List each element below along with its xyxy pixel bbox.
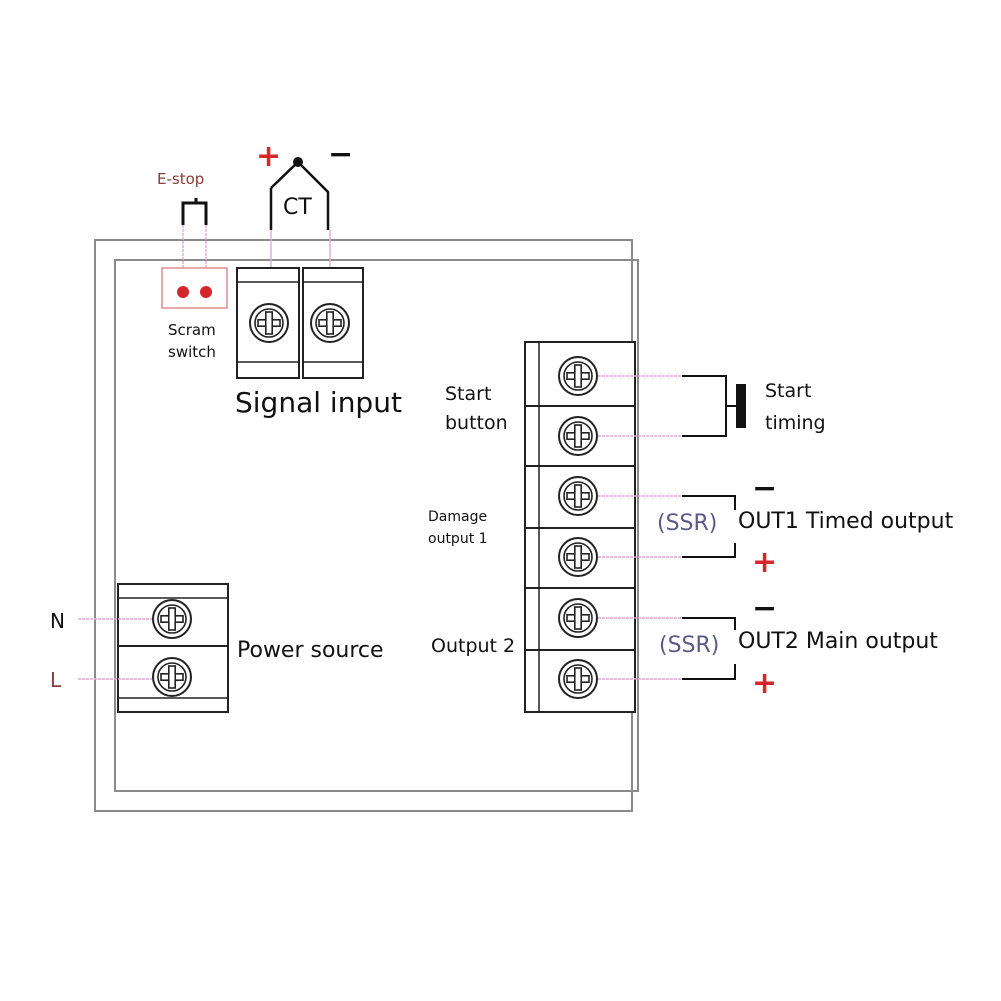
output2-label: Output 2 (431, 635, 515, 657)
inner-panel (114, 259, 639, 792)
start-button-label-line1: Start (445, 383, 491, 405)
start-timing-label-line1: Start (765, 380, 811, 402)
out2-label: OUT2 Main output (738, 629, 938, 654)
power-source-label: Power source (237, 638, 384, 663)
signal-input-terminal (236, 267, 364, 379)
damage-output-label-line1: Damage (428, 509, 487, 525)
ct-plus-sign: + (256, 139, 281, 174)
out1-minus-sign: − (752, 471, 777, 506)
ssr1-label: (SSR) (657, 511, 717, 536)
ssr2-label: (SSR) (659, 633, 719, 658)
estop-label: E-stop (157, 170, 204, 188)
start-timing-button (598, 375, 746, 437)
start-button-label-line2: button (445, 412, 508, 434)
ct-sensor (269, 157, 331, 272)
damage-output-label-line2: output 1 (428, 531, 488, 547)
out1-label: OUT1 Timed output (738, 509, 954, 534)
out2-plus-sign: + (752, 666, 777, 701)
out2-minus-sign: − (752, 591, 777, 626)
power-terminal-block (78, 583, 229, 713)
signal-input-label: Signal input (235, 386, 402, 419)
ct-minus-sign: − (328, 137, 353, 172)
scram-switch (161, 198, 228, 309)
output-terminal-block (524, 341, 636, 713)
ct-label: CT (283, 195, 312, 220)
scram-label-line2: switch (168, 343, 216, 361)
out1-plus-sign: + (752, 545, 777, 580)
live-label: L (50, 668, 62, 692)
neutral-label: N (50, 609, 65, 633)
start-timing-label-line2: timing (765, 412, 826, 434)
out1-wiring (598, 495, 736, 558)
out2-wiring (598, 617, 736, 680)
scram-label-line1: Scram (168, 321, 216, 339)
